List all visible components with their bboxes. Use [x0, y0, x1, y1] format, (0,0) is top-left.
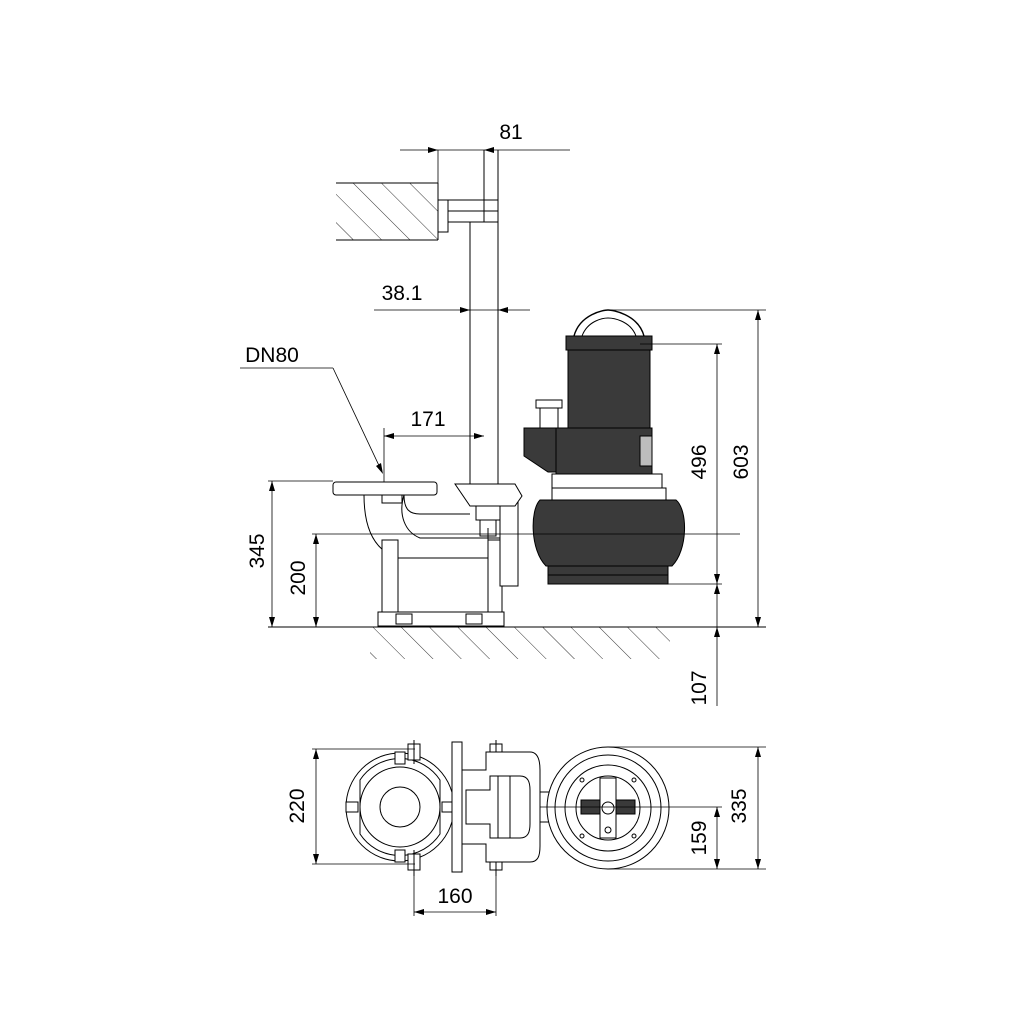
wall — [336, 182, 439, 241]
dim-345: 345 — [246, 480, 333, 627]
pump — [523, 309, 686, 585]
guide-pipe — [469, 150, 499, 485]
coupling-claw — [454, 483, 523, 540]
dim-200: 200 — [287, 533, 740, 627]
dim-171: 171 — [383, 408, 484, 482]
dim-220: 220 — [286, 748, 415, 865]
dim-label-496: 496 — [688, 444, 711, 479]
dim-label-159: 159 — [688, 820, 711, 855]
dim-label-200: 200 — [287, 560, 310, 595]
wall-bracket — [437, 199, 499, 233]
dim-label-335: 335 — [728, 788, 751, 823]
dim-label-603: 603 — [730, 444, 753, 479]
floor — [268, 626, 766, 659]
dim-38: 38.1 — [374, 282, 530, 313]
dim-label-171: 171 — [410, 408, 445, 431]
dim-496: 496 — [640, 343, 722, 585]
dim-label-107: 107 — [688, 670, 711, 705]
dim-label-345: 345 — [246, 533, 269, 568]
dim-label-81: 81 — [499, 121, 522, 144]
dim-label-160: 160 — [437, 885, 472, 908]
dim-160: 160 — [413, 876, 497, 916]
label-dn80: DN80 — [245, 344, 299, 367]
dim-label-220: 220 — [286, 788, 309, 823]
dim-159: 159 — [540, 806, 722, 869]
leader-dn80: DN80 — [240, 344, 383, 474]
dim-335: 335 — [608, 746, 766, 870]
dim-603: 603 — [608, 309, 766, 627]
dim-107: 107 — [688, 584, 720, 706]
pump-top-view — [546, 746, 670, 870]
flange-top-view — [345, 751, 455, 863]
base-stand — [377, 499, 519, 627]
dim-label-38: 38.1 — [382, 282, 423, 305]
dim-81: 81 — [400, 121, 570, 183]
